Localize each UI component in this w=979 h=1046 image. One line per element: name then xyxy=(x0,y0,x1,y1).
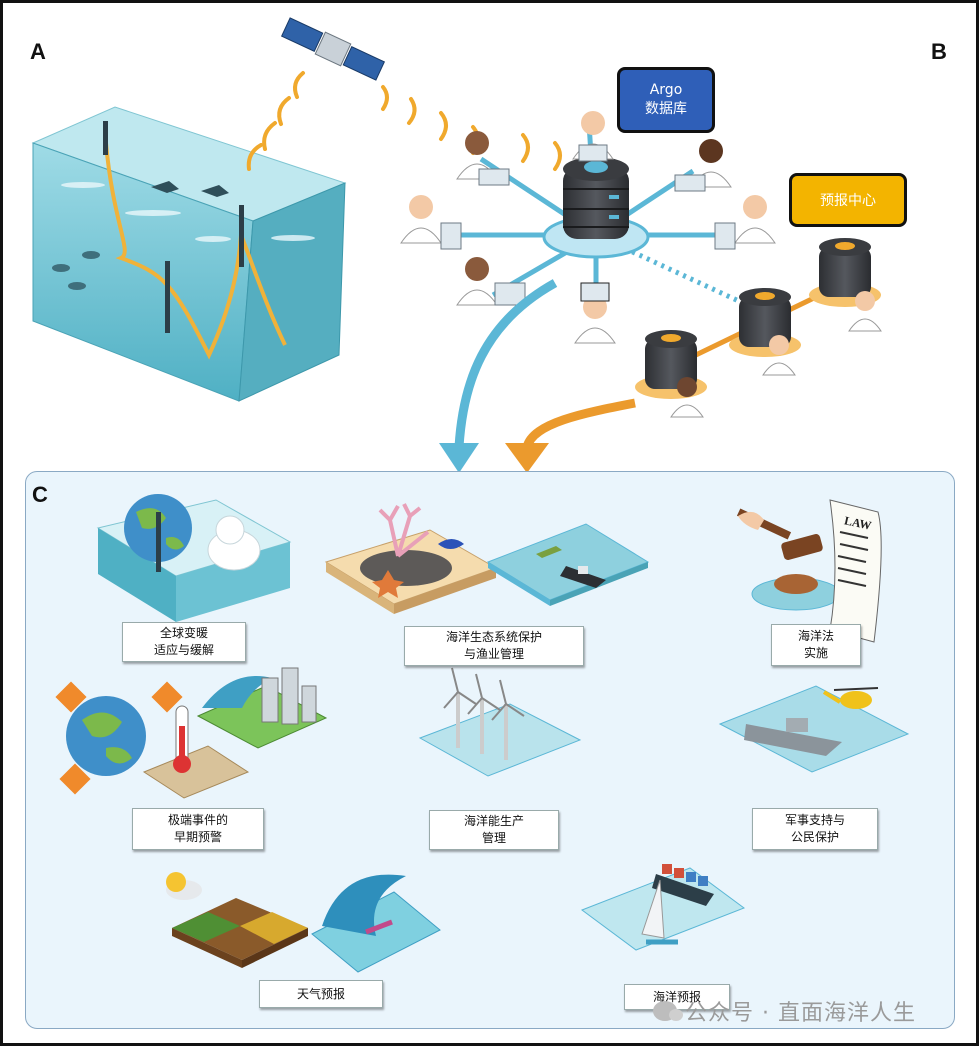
label-extreme-line2: 早期预警 xyxy=(173,830,222,844)
label-military-line1: 军事支持与 xyxy=(784,813,845,827)
farm-field-icon xyxy=(166,872,308,968)
server-icon xyxy=(563,157,629,239)
label-energy-line2: 管理 xyxy=(481,831,506,845)
label-climate-line2: 适应与缓解 xyxy=(153,643,214,657)
satellite-icon xyxy=(280,17,386,81)
label-ecosystem-line2: 与渔业管理 xyxy=(463,647,524,661)
label-ocean-forecast-line1: 海洋预报 xyxy=(652,989,701,1004)
person-icon xyxy=(670,291,882,418)
warship-icon xyxy=(718,685,910,773)
watermark: 公众号 · 直面海洋人生 xyxy=(653,995,916,1027)
ship-icon xyxy=(486,523,650,606)
panel-ab-illustration xyxy=(31,17,882,473)
label-law-line1: 海洋法 xyxy=(797,629,834,643)
label-military-support: 军事支持与 公民保护 xyxy=(752,808,878,850)
law-scroll-icon xyxy=(829,499,882,643)
applications-panel: C xyxy=(25,471,955,1029)
label-early-warning: 极端事件的 早期预警 xyxy=(132,808,264,850)
forecast-bubble-text: 预报中心 xyxy=(820,193,876,209)
panel-a-letter: A xyxy=(30,39,46,64)
panel-c-letter: C xyxy=(32,482,48,507)
label-extreme-line1: 极端事件的 xyxy=(167,813,228,827)
forecast-center-bubble: 预报中心 xyxy=(789,173,907,227)
forecast-network xyxy=(635,238,882,418)
label-ocean-energy: 海洋能生产 管理 xyxy=(429,810,559,850)
label-weather-line1: 天气预报 xyxy=(296,986,345,1001)
person-icon xyxy=(400,111,776,344)
coral-icon xyxy=(324,503,498,614)
helicopter-icon xyxy=(822,687,879,709)
wave-icon xyxy=(311,874,441,973)
argo-bubble-line2: 数据库 xyxy=(645,101,687,117)
argo-bubble-line1: Argo xyxy=(649,82,683,98)
data-flow-arrow-blue xyxy=(454,279,558,448)
argo-float-icon xyxy=(103,121,244,333)
label-weather-forecast: 天气预报 xyxy=(259,980,383,1008)
label-ecosystem-fisheries: 海洋生态系统保护 与渔业管理 xyxy=(404,626,584,666)
gavel-icon xyxy=(736,508,841,611)
globe-icon xyxy=(66,696,146,776)
data-flow-arrow-orange xyxy=(522,398,636,449)
label-military-line2: 公民保护 xyxy=(790,830,839,844)
label-law-line2: 实施 xyxy=(803,646,828,660)
wave-icon xyxy=(196,667,328,749)
argo-database-bubble: Argo 数据库 xyxy=(617,67,715,133)
thermometer-icon xyxy=(142,705,250,799)
watermark-text: 公众号 · 直面海洋人生 xyxy=(685,1001,916,1026)
container-ship-icon xyxy=(580,864,746,951)
label-climate-change: 全球变暖 适应与缓解 xyxy=(122,622,246,662)
globe-icon xyxy=(96,494,292,622)
label-ocean-law: 海洋法 实施 xyxy=(771,624,861,666)
wechat-icon xyxy=(653,1001,683,1021)
label-energy-line1: 海洋能生产 xyxy=(463,814,524,828)
label-climate-line1: 全球变暖 xyxy=(159,626,208,640)
label-ecosystem-line1: 海洋生态系统保护 xyxy=(445,630,542,644)
signal-waves xyxy=(246,71,562,171)
ocean-block xyxy=(31,106,347,402)
wind-turbine-icon xyxy=(418,667,582,777)
applications-illustrations xyxy=(55,494,910,973)
panel-b-letter: B xyxy=(931,39,947,64)
sailboat-icon xyxy=(641,879,678,945)
